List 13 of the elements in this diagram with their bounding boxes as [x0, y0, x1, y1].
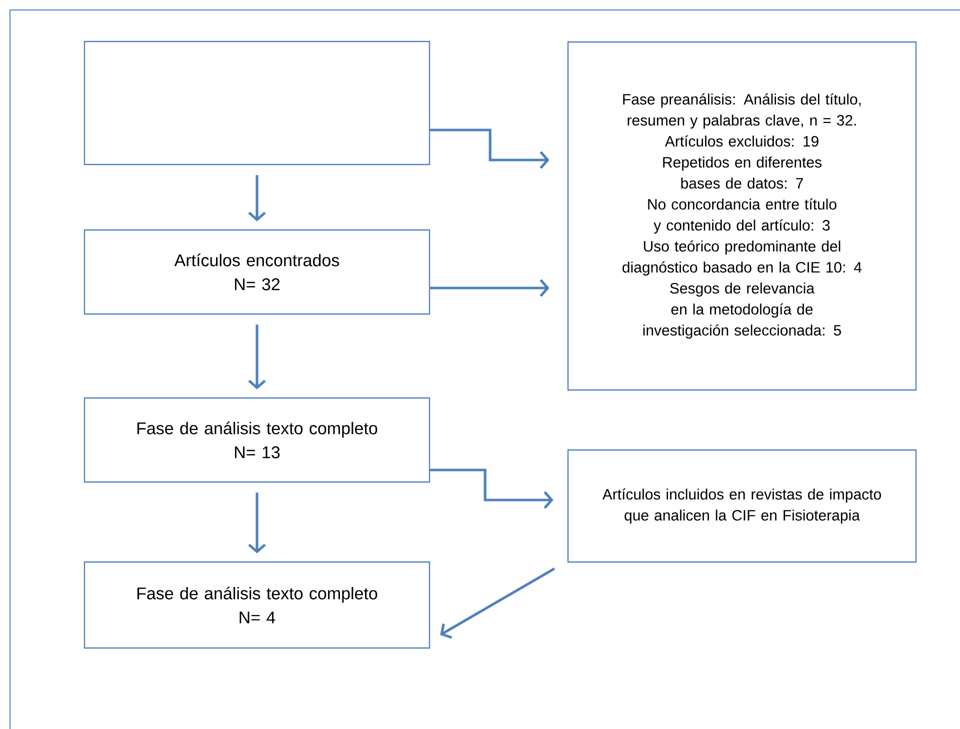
process-box: Artículos encontrados N= 32	[84, 229, 430, 315]
process-box	[84, 40, 430, 166]
arrow	[430, 279, 550, 297]
arrow	[430, 468, 554, 509]
arrow	[440, 567, 556, 639]
note-box: Fase preanálisis: Análisis del título, resumen y palabras clave, n = 32. Artículos excluidos: 19 Repetidos en diferentes bases de datos: 7 No concordancia entre título y contenido del artículo: 3 Uso teórico predominante del diagnóstico basado en la CIE 10: 4 Sesgos de relevancia en la metodología de investigación seleccionada: 5	[567, 41, 917, 391]
arrow	[430, 128, 550, 169]
process-box: Fase de análisis texto completo N= 13	[84, 397, 430, 483]
arrow	[248, 324, 266, 390]
process-box: Fase de análisis texto completo N= 4	[84, 561, 430, 649]
arrow	[248, 492, 266, 554]
arrow	[248, 175, 266, 222]
note-box: Artículos incluidos en revistas de impacto que analicen la CIF en Fisioterapia	[567, 449, 917, 563]
